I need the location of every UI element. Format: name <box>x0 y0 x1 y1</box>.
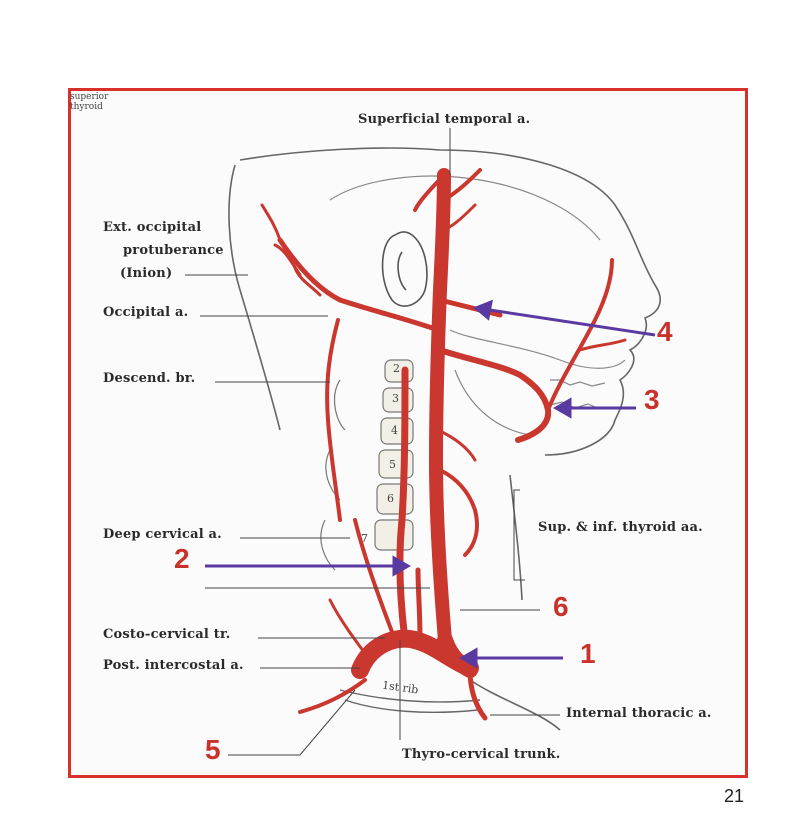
pointer-arrows <box>205 299 656 669</box>
vertebra-number: 5 <box>389 458 396 471</box>
label-thyro-cervical-trunk: Thyro-cervical trunk. <box>402 747 561 762</box>
marker-1: 1 <box>580 638 596 669</box>
label-protuberance: protuberance <box>123 243 224 258</box>
first-rib <box>339 689 481 713</box>
corner-label: superior thyroid <box>70 92 108 112</box>
corner-label-line-1: superior <box>70 92 109 102</box>
ear-outline <box>381 231 428 307</box>
corner-label-line-2: thyroid <box>70 102 103 112</box>
page-number: 21 <box>724 786 745 806</box>
label-occipital-artery: Occipital a. <box>103 305 189 320</box>
label-inion: (Inion) <box>120 266 173 281</box>
marker-2: 2 <box>174 543 190 574</box>
label-ext-occipital: Ext. occipital <box>103 220 202 235</box>
marker-4: 4 <box>657 316 673 347</box>
label-thyroid-arteries: Sup. & inf. thyroid aa. <box>538 520 703 535</box>
vertebra-number: 7 <box>361 532 368 545</box>
vertebra-number: 4 <box>391 424 398 437</box>
vertebra-number: 3 <box>392 392 399 405</box>
skull-outline <box>329 175 626 436</box>
marker-6: 6 <box>553 591 569 622</box>
marker-5: 5 <box>205 734 221 765</box>
label-costo-cervical: Costo-cervical tr. <box>103 627 231 642</box>
vertebra-number: 2 <box>393 362 400 375</box>
leader-lines <box>185 128 560 756</box>
head-outline <box>228 147 661 731</box>
label-internal-thoracic: Internal thoracic a. <box>566 706 712 721</box>
marker-3: 3 <box>644 384 660 415</box>
label-superficial-temporal: Superficial temporal a. <box>358 112 531 127</box>
label-posterior-intercostal: Post. intercostal a. <box>103 658 244 673</box>
artery-network <box>260 168 627 721</box>
label-deep-cervical: Deep cervical a. <box>103 527 222 542</box>
label-descending-branch: Descend. br. <box>103 371 196 386</box>
vertebra-number: 6 <box>387 492 394 505</box>
